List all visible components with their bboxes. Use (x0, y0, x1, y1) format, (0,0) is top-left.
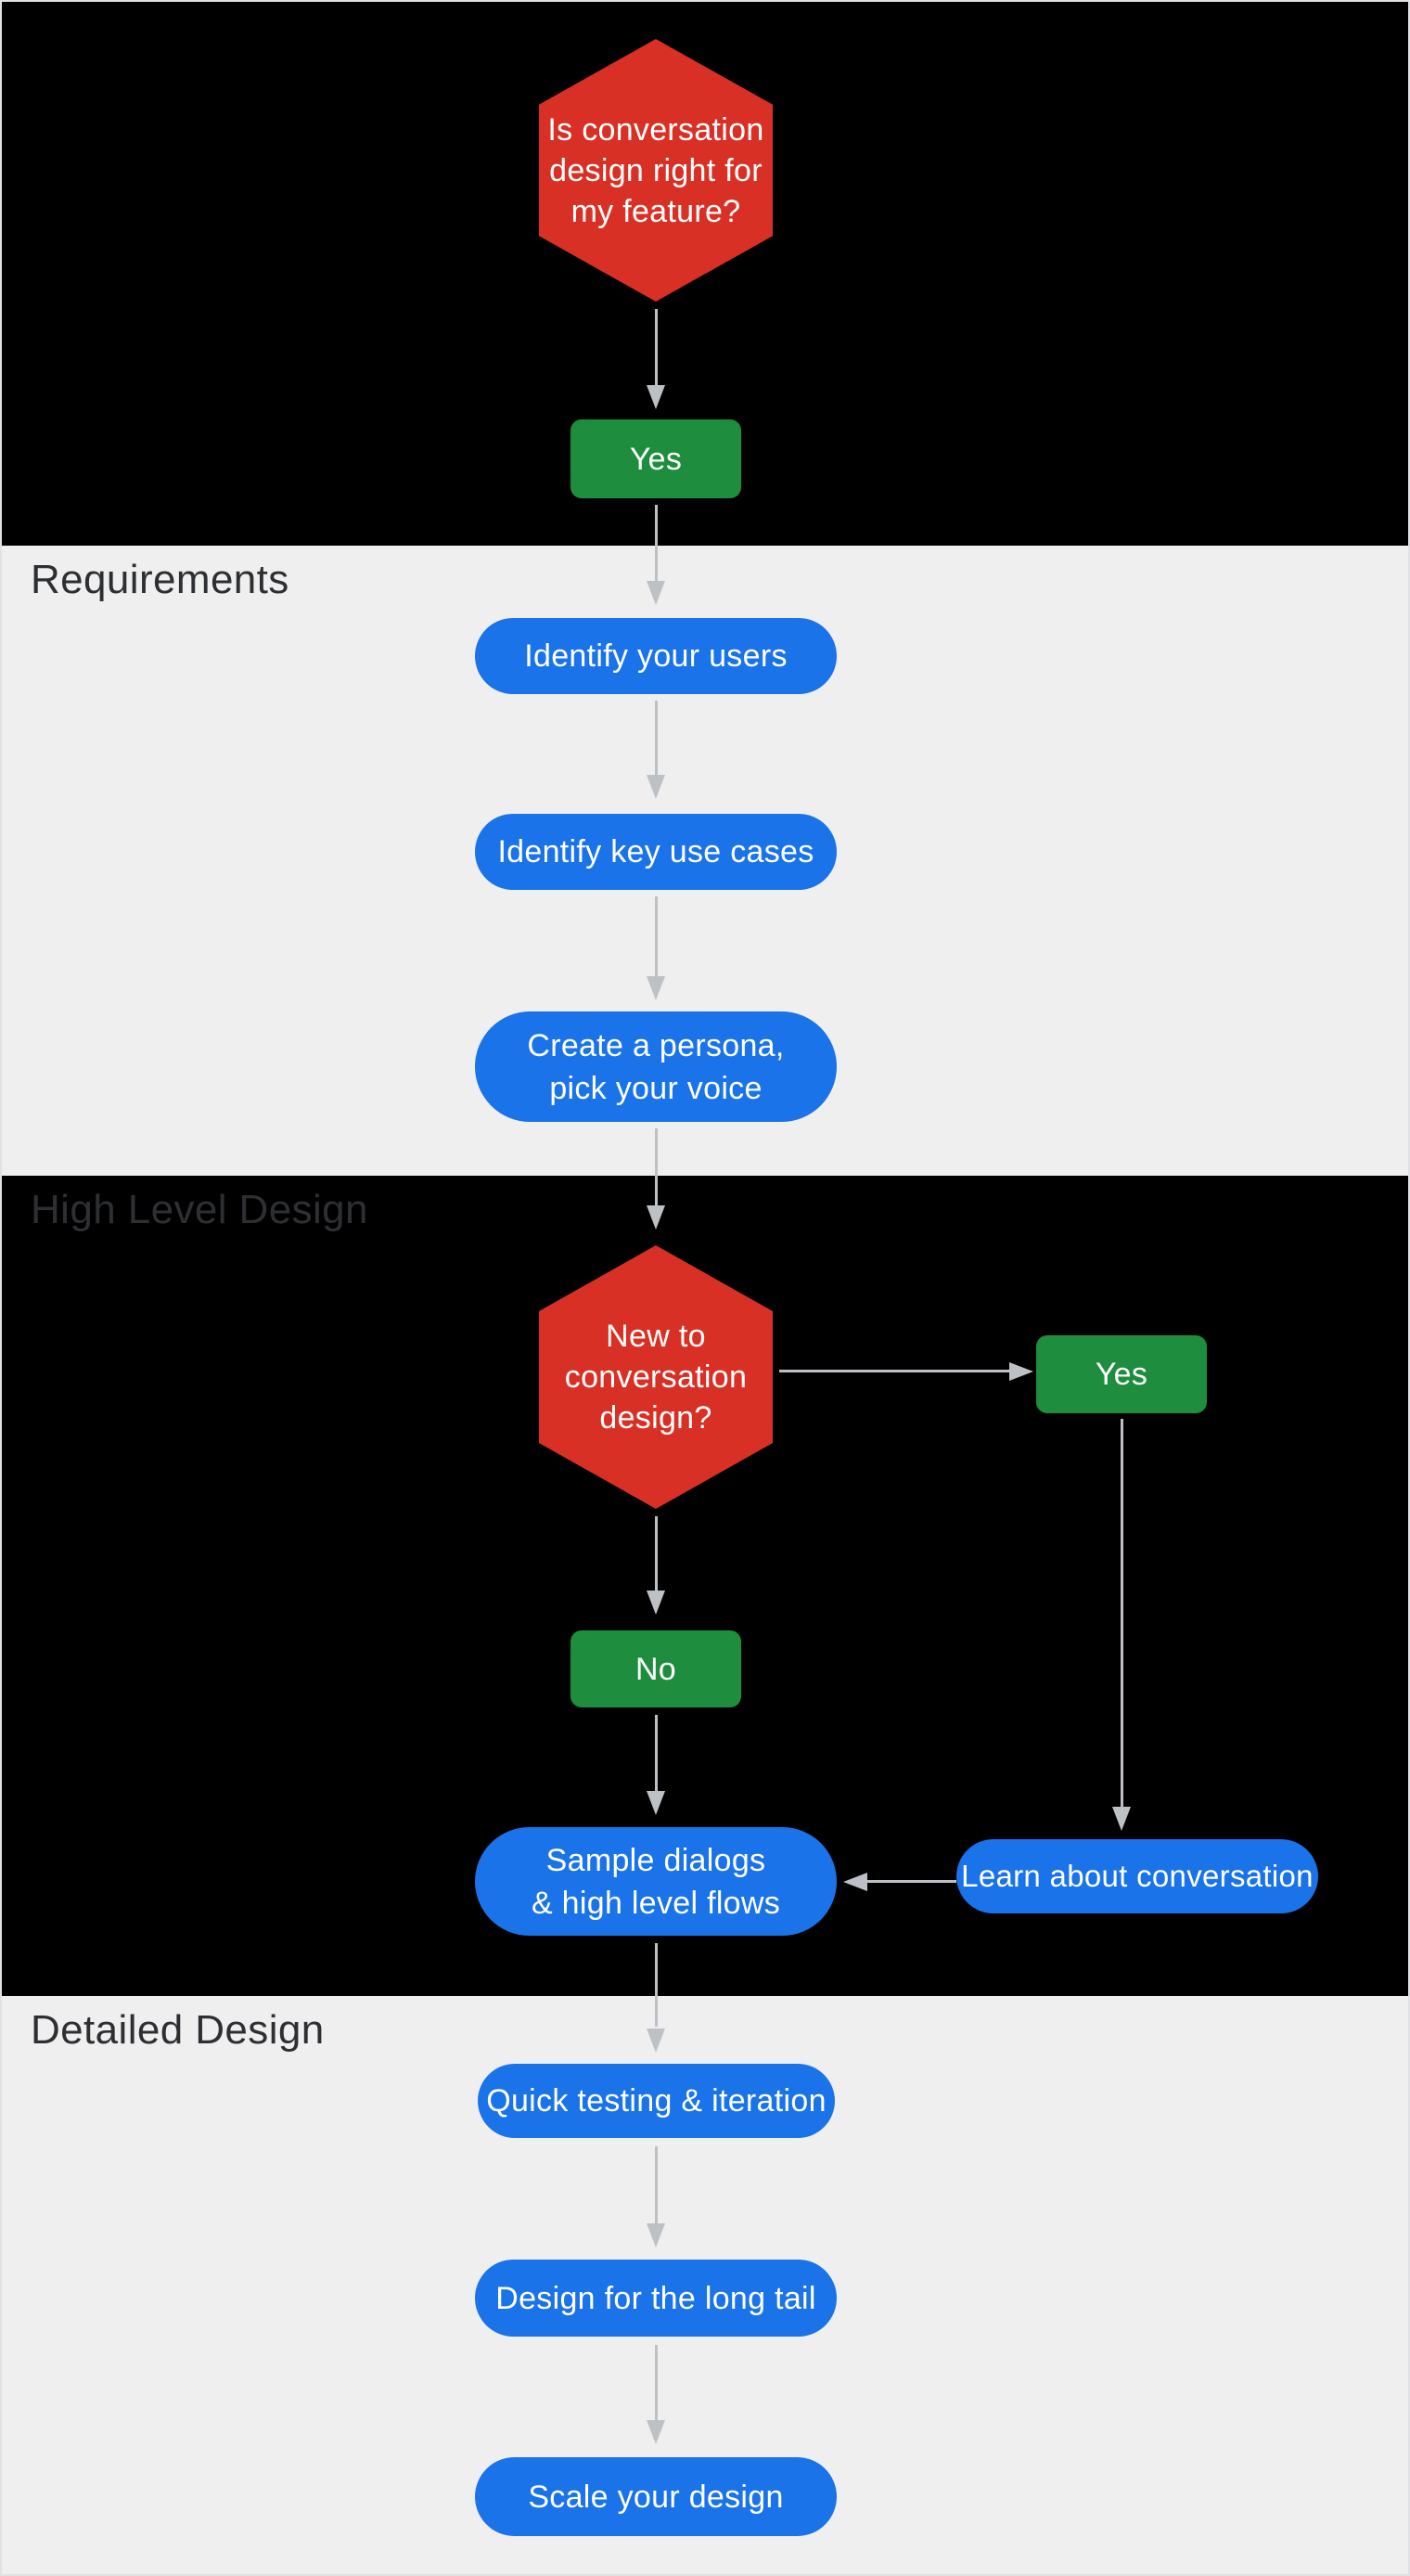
arrow-decision1-to-yes-line (655, 309, 658, 387)
step-text: Create a persona, pick your voice (527, 1027, 785, 1106)
arrow-quick-testing-to-long-tail-line (655, 2146, 658, 2224)
arrow-down-icon (647, 581, 665, 605)
arrow-down-icon (647, 1205, 665, 1230)
arrow-no-to-sample-dialogs-line (655, 1715, 658, 1793)
answer-yes-new-to-design[interactable]: Yes (1036, 1335, 1207, 1413)
arrow-long-tail-to-scale-line (655, 2345, 658, 2421)
step-sample-dialogs[interactable]: Sample dialogs & high level flows (475, 1827, 837, 1936)
arrow-down-icon (647, 2223, 665, 2248)
answer-no-new-to-design[interactable]: No (570, 1630, 741, 1707)
arrow-learn-to-sample-line (867, 1880, 956, 1883)
arrow-yes-to-identify-users-line (655, 505, 658, 583)
arrow-persona-to-decision2-line (655, 1128, 658, 1207)
arrow-yes-to-learn-line (1121, 1419, 1123, 1809)
step-text: Sample dialogs & high level flows (531, 1842, 781, 1921)
step-quick-testing[interactable]: Quick testing & iteration (478, 2064, 835, 2138)
step-identify-key-use-cases[interactable]: Identify key use cases (475, 814, 837, 890)
arrow-down-icon (647, 385, 665, 409)
arrow-down-icon (647, 775, 665, 799)
section-label-detailed-design: Detailed Design (31, 2007, 325, 2053)
arrow-use-cases-to-persona-line (655, 896, 658, 978)
step-create-persona[interactable]: Create a persona, pick your voice (475, 1011, 837, 1122)
step-scale-your-design[interactable]: Scale your design (475, 2457, 837, 2536)
arrow-down-icon (647, 1791, 665, 1815)
arrow-decision2-to-no-line (655, 1516, 658, 1592)
arrow-down-icon (647, 976, 665, 1000)
arrow-decision2-to-yes-line (779, 1370, 1011, 1372)
decision-text: New to conversation design? (564, 1319, 748, 1436)
section-label-requirements: Requirements (31, 557, 289, 602)
answer-yes-start[interactable]: Yes (570, 419, 741, 498)
arrow-down-icon (647, 2420, 665, 2444)
arrow-down-icon (647, 1591, 665, 1615)
step-identify-your-users[interactable]: Identify your users (475, 618, 837, 694)
decision-new-to-conversation-design: New to conversation design? (539, 1245, 773, 1509)
arrow-left-icon (843, 1873, 867, 1891)
step-design-long-tail[interactable]: Design for the long tail (475, 2260, 837, 2337)
arrow-right-icon (1009, 1362, 1033, 1381)
step-learn-about-conversation[interactable]: Learn about conversation (956, 1839, 1318, 1913)
arrow-down-icon (1112, 1807, 1131, 1831)
arrow-sample-to-quick-testing-line (655, 1943, 658, 2027)
section-label-high-level-design: High Level Design (31, 1187, 368, 1232)
arrow-users-to-use-cases-line (655, 701, 658, 777)
decision-text: Is conversation design right for my feat… (547, 111, 764, 229)
arrow-down-icon (647, 2029, 665, 2053)
